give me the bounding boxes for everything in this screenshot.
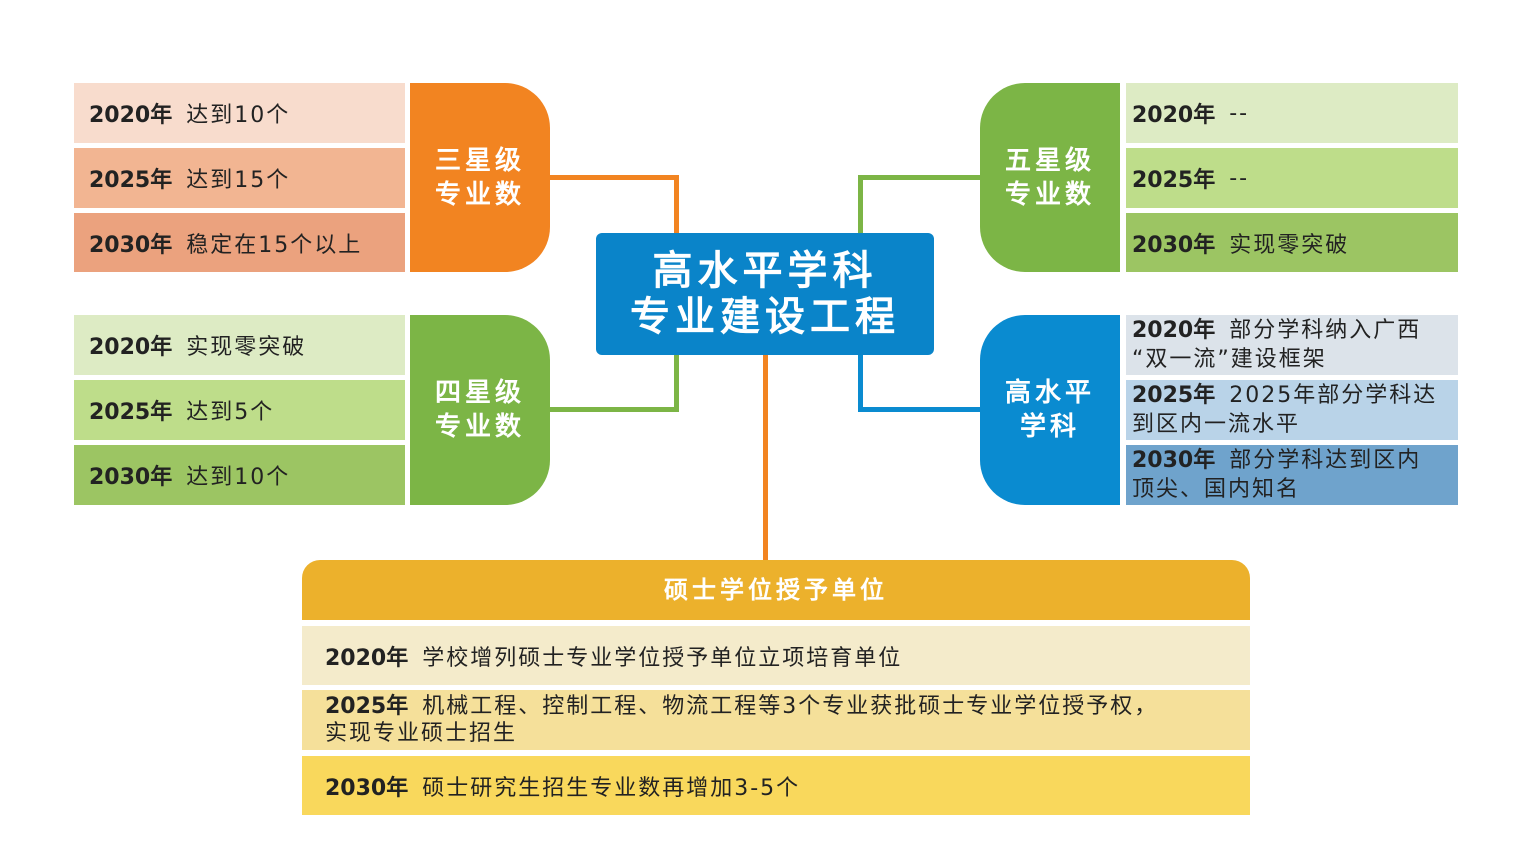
center-title-box: 高水平学科 专业建设工程 <box>596 233 934 355</box>
label-line1: 五星级 <box>1004 145 1095 176</box>
high-level-label: 高水平 学科 <box>980 315 1120 505</box>
connector-high-level-v <box>858 353 863 412</box>
target: 部分学科达到区内 <box>1229 448 1422 473</box>
target: 达到5个 <box>186 400 275 425</box>
target: 学校增列硕士专业学位授予单位立项培育单位 <box>422 645 903 671</box>
four-star-label: 四星级 专业数 <box>410 315 550 505</box>
four-star-row-2030: 2030年达到10个 <box>74 445 405 505</box>
four-star-row-2020: 2020年实现零突破 <box>74 315 405 375</box>
year: 2025年 <box>89 400 173 425</box>
target: 实现零突破 <box>1229 232 1350 258</box>
year: 2025年 <box>1132 168 1216 193</box>
master-label: 硕士学位授予单位 <box>302 560 1250 620</box>
year: 2025年 <box>89 168 173 193</box>
target: 机械工程、控制工程、物流工程等3个专业获批硕士专业学位授予权， <box>422 694 1159 719</box>
connector-four-star-v <box>674 353 679 412</box>
target-cont: 顶尖、国内知名 <box>1132 477 1301 502</box>
center-title-line1: 高水平学科 <box>652 248 878 294</box>
connector-master <box>763 353 768 563</box>
target: 达到10个 <box>186 465 291 490</box>
target: 部分学科纳入广西 <box>1229 318 1422 343</box>
year: 2025年 <box>325 694 409 719</box>
label-line2: 专业数 <box>434 179 525 210</box>
target: 实现零突破 <box>186 335 307 360</box>
master-label-text: 硕士学位授予单位 <box>664 576 888 604</box>
year: 2020年 <box>89 335 173 360</box>
high-level-row-2025: 2025年 2025年部分学科达到区内一流水平 <box>1126 380 1458 440</box>
target: 稳定在15个以上 <box>186 232 363 258</box>
target-cont: 实现专业硕士招生 <box>325 721 518 746</box>
label-line1: 高水平 <box>1004 378 1095 408</box>
connector-five-star-v <box>858 175 863 235</box>
target: -- <box>1229 165 1250 191</box>
connector-five-star <box>858 175 982 180</box>
master-row-2025: 2025年机械工程、控制工程、物流工程等3个专业获批硕士专业学位授予权，实现专业… <box>302 690 1250 750</box>
label-line1: 四星级 <box>434 378 525 408</box>
year: 2030年 <box>89 232 173 258</box>
connector-three-star <box>550 175 679 180</box>
target: 达到10个 <box>186 103 291 128</box>
center-title-line2: 专业建设工程 <box>630 294 900 340</box>
master-row-2030: 2030年硕士研究生招生专业数再增加3-5个 <box>302 756 1250 815</box>
year: 2030年 <box>89 465 173 490</box>
five-star-label: 五星级 专业数 <box>980 83 1120 272</box>
label-line2: 专业数 <box>1004 179 1095 210</box>
year: 2020年 <box>89 103 173 128</box>
year: 2020年 <box>1132 103 1216 128</box>
target: 达到15个 <box>186 168 291 193</box>
label-line1: 三星级 <box>434 145 525 176</box>
target-cont: 到区内一流水平 <box>1132 412 1301 437</box>
year: 2020年 <box>325 645 409 671</box>
year: 2025年 <box>1132 383 1216 408</box>
year: 2020年 <box>1132 318 1216 343</box>
target-cont: “双一流”建设框架 <box>1132 347 1327 372</box>
connector-three-star-v <box>674 175 679 235</box>
target: -- <box>1229 100 1250 126</box>
five-star-row-2020: 2020年 -- <box>1126 83 1458 143</box>
five-star-row-2025: 2025年 -- <box>1126 148 1458 208</box>
year: 2030年 <box>1132 232 1216 258</box>
master-row-2020: 2020年学校增列硕士专业学位授予单位立项培育单位 <box>302 626 1250 685</box>
connector-four-star <box>550 407 679 412</box>
year: 2030年 <box>325 775 409 801</box>
target: 2025年部分学科达 <box>1229 383 1438 408</box>
three-star-row-2025: 2025年达到15个 <box>74 148 405 208</box>
connector-high-level <box>858 407 982 412</box>
high-level-row-2030: 2030年部分学科达到区内顶尖、国内知名 <box>1126 445 1458 505</box>
label-line2: 学科 <box>1019 412 1080 442</box>
four-star-row-2025: 2025年达到5个 <box>74 380 405 440</box>
three-star-row-2030: 2030年稳定在15个以上 <box>74 213 405 272</box>
high-level-row-2020: 2020年部分学科纳入广西 “双一流”建设框架 <box>1126 315 1458 375</box>
three-star-row-2020: 2020年达到10个 <box>74 83 405 143</box>
five-star-row-2030: 2030年实现零突破 <box>1126 213 1458 272</box>
three-star-label: 三星级 专业数 <box>410 83 550 272</box>
year: 2030年 <box>1132 448 1216 473</box>
label-line2: 专业数 <box>434 412 525 442</box>
target: 硕士研究生招生专业数再增加3-5个 <box>422 775 801 801</box>
